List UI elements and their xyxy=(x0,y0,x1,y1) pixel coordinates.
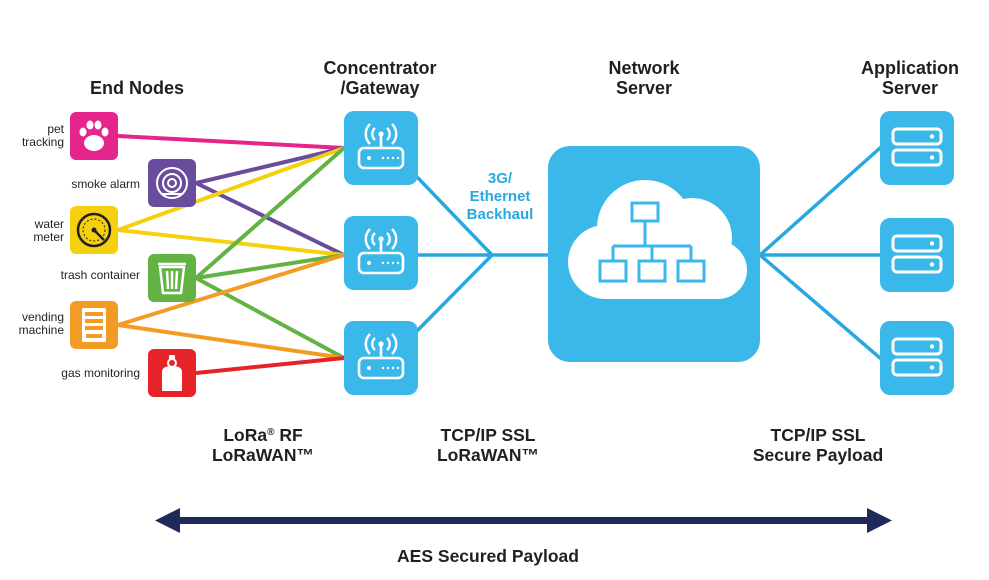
app-server-header-line1: Application xyxy=(861,58,959,78)
node-label-vending-line1: vending xyxy=(22,310,64,324)
node-label-water-line2: meter xyxy=(33,230,64,244)
network-topology-icon xyxy=(598,201,706,283)
vending-machine-icon xyxy=(82,308,106,342)
rf-link-gas-monitoring xyxy=(194,356,346,375)
aes-secured-payload-label: AES Secured Payload xyxy=(397,546,579,566)
end-node-trash-container xyxy=(148,254,196,302)
end-node-smoke-alarm xyxy=(148,159,196,207)
app-protocol-line2: Secure Payload xyxy=(753,445,883,465)
gateway-2 xyxy=(344,216,418,290)
end-node-water-meter xyxy=(70,206,118,254)
end-node-pet-tracking xyxy=(70,112,118,160)
network-server xyxy=(548,146,760,362)
app-links xyxy=(758,146,882,360)
end-nodes-header: End Nodes xyxy=(90,78,184,98)
gateway-3 xyxy=(344,321,418,395)
gateway-protocol-line2: LoRaWAN™ xyxy=(437,445,539,465)
gas-cylinder-icon xyxy=(162,355,182,391)
backhaul-label-line1: 3G/ xyxy=(488,170,513,187)
rf-protocol-line1: LoRa® RF xyxy=(223,425,303,445)
node-label-pet-line2: tracking xyxy=(22,135,64,149)
app-server-2 xyxy=(880,218,954,292)
end-node-gas-monitoring xyxy=(148,349,196,397)
gateway-header-line1: Concentrator xyxy=(323,58,436,78)
app-server-header-line2: Server xyxy=(882,78,938,98)
rf-link-trash-b xyxy=(194,253,346,280)
node-label-smoke-alarm: smoke alarm xyxy=(71,177,140,191)
rf-link-pet-tracking xyxy=(116,134,346,150)
backhaul-links xyxy=(416,176,550,332)
gauge-icon xyxy=(76,212,112,248)
gateway-protocol-line1: TCP/IP SSL xyxy=(441,425,536,445)
app-server-3 xyxy=(880,321,954,395)
backhaul-label-line2: Ethernet xyxy=(470,188,531,205)
rf-link-smoke-alarm-a xyxy=(194,146,346,185)
app-protocol-line1: TCP/IP SSL xyxy=(771,425,866,445)
node-label-vending-line2: machine xyxy=(19,323,65,337)
smoke-detector-icon xyxy=(156,167,188,199)
rf-link-vending-b xyxy=(116,323,346,360)
node-label-water-line1: water xyxy=(34,217,64,231)
aes-double-arrow xyxy=(155,508,892,533)
paw-icon xyxy=(79,120,109,151)
node-label-gas: gas monitoring xyxy=(61,366,140,380)
network-server-header-line1: Network xyxy=(608,58,680,78)
rf-link-vending-a xyxy=(116,253,346,327)
rf-link-trash-a xyxy=(194,146,346,280)
gateway-1 xyxy=(344,111,418,185)
end-node-vending-machine xyxy=(70,301,118,349)
rf-link-water-meter-b xyxy=(116,228,346,257)
gateway-header-line2: /Gateway xyxy=(340,78,419,98)
rf-link-smoke-alarm-b xyxy=(194,181,346,257)
rf-link-water-meter-a xyxy=(116,146,346,232)
trash-can-icon xyxy=(158,262,186,295)
node-label-pet-line1: pet xyxy=(47,122,64,136)
end-node-labels: pet tracking smoke alarm water meter tra… xyxy=(19,122,140,380)
app-server-1 xyxy=(880,111,954,185)
node-label-trash: trash container xyxy=(61,268,140,282)
backhaul-label-line3: Backhaul xyxy=(467,206,534,223)
rf-links xyxy=(116,134,346,375)
network-server-header-line2: Server xyxy=(616,78,672,98)
rf-protocol-line2: LoRaWAN™ xyxy=(212,445,314,465)
